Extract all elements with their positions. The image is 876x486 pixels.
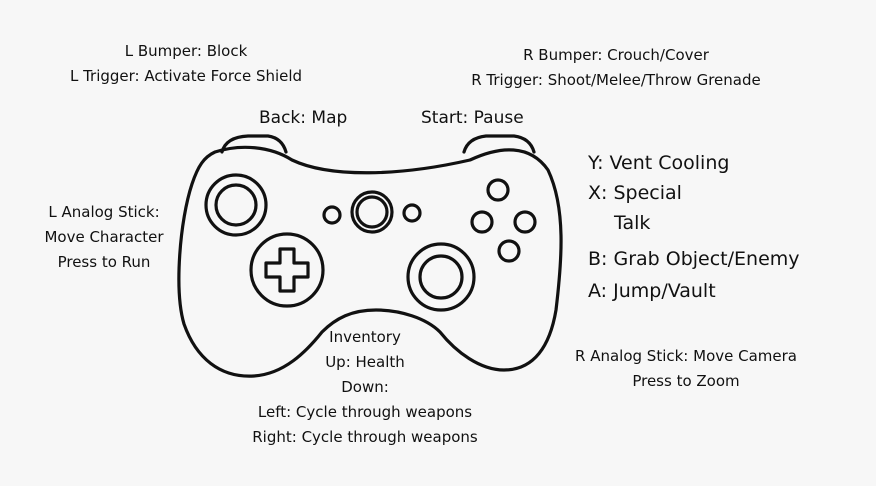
r-bumper-label: R Bumper: Crouch/Cover <box>523 46 709 64</box>
y-button <box>486 178 510 202</box>
left-bumper-outline <box>220 134 288 154</box>
dpad-label-right: Right: Cycle through weapons <box>252 428 478 446</box>
left-stick-labels: L Analog Stick: Move Character Press to … <box>24 200 184 275</box>
controller-body-outline <box>177 145 563 378</box>
y-label: Y: Vent Cooling <box>588 152 730 174</box>
back-button <box>322 205 342 225</box>
a-button <box>497 239 521 263</box>
right-bumper-outline <box>462 134 536 154</box>
l-stick-label-1: L Analog Stick: <box>48 203 160 221</box>
left-analog-stick-inner <box>214 183 258 227</box>
start-button <box>402 203 422 223</box>
x-label-line1: X: Special <box>588 182 682 204</box>
b-button <box>513 210 537 234</box>
start-label: Start: Pause <box>421 108 524 128</box>
l-bumper-label: L Bumper: Block <box>124 42 248 60</box>
right-shoulder-labels: R Bumper: Crouch/Cover R Trigger: Shoot/… <box>446 43 786 93</box>
back-label: Back: Map <box>259 108 348 128</box>
r-stick-label-1: R Analog Stick: Move Camera <box>575 347 797 365</box>
right-analog-stick-outer <box>406 242 476 312</box>
right-stick-labels: R Analog Stick: Move Camera Press to Zoo… <box>556 344 816 394</box>
guide-button-outer <box>350 190 394 234</box>
l-trigger-label: L Trigger: Activate Force Shield <box>69 67 303 85</box>
a-label: A: Jump/Vault <box>588 280 716 302</box>
face-button-labels: Y: Vent Cooling X: Special Talk B: Grab … <box>588 148 800 306</box>
guide-button-inner <box>355 195 389 229</box>
dpad-label-down: Down: <box>341 378 389 396</box>
left-analog-stick-outer <box>204 173 268 237</box>
l-stick-label-2: Move Character <box>44 228 164 246</box>
dpad-label-inventory: Inventory <box>329 328 401 346</box>
dpad-label-left: Left: Cycle through weapons <box>257 403 473 421</box>
r-trigger-label: R Trigger: Shoot/Melee/Throw Grenade <box>471 71 761 89</box>
left-shoulder-labels: L Bumper: Block L Trigger: Activate Forc… <box>56 39 316 89</box>
r-stick-label-2: Press to Zoom <box>632 372 740 390</box>
dpad-ring <box>249 232 325 308</box>
right-analog-stick-inner <box>418 254 464 300</box>
dpad-cross <box>264 247 310 293</box>
x-button <box>470 210 494 234</box>
dpad-label-up: Up: Health <box>325 353 405 371</box>
b-label: B: Grab Object/Enemy <box>588 248 800 270</box>
x-label-line2: Talk <box>614 212 651 234</box>
dpad-labels: Inventory Up: Health Down: Left: Cycle t… <box>230 325 500 450</box>
l-stick-label-3: Press to Run <box>57 253 151 271</box>
